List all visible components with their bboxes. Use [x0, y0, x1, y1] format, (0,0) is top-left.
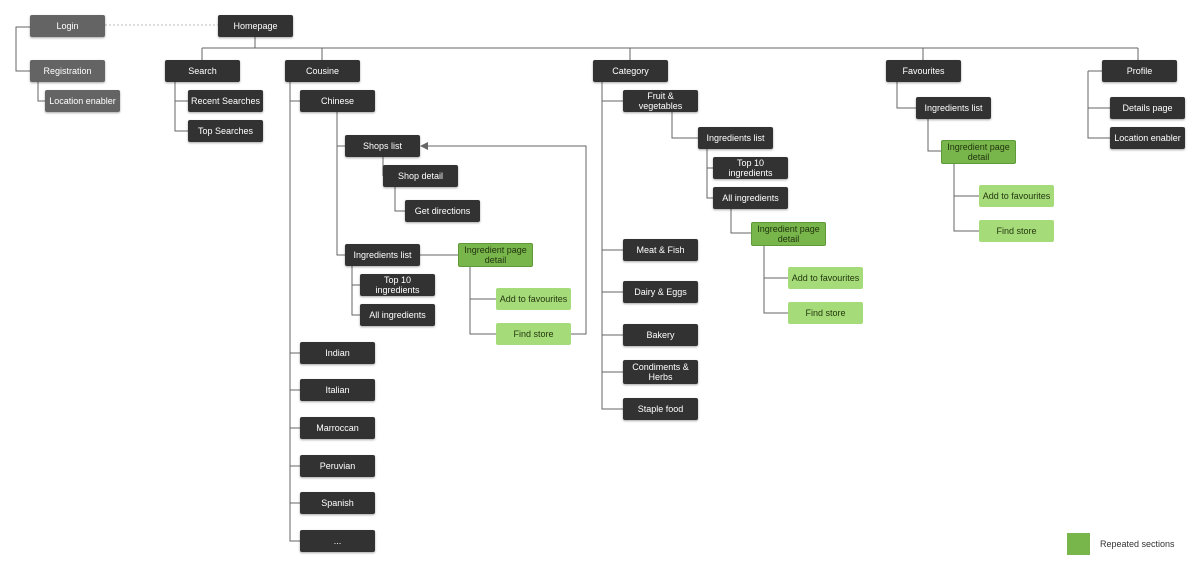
indian-node[interactable]: Indian	[300, 342, 375, 364]
ingredients-list-category-node[interactable]: Ingredients list	[698, 127, 773, 149]
top10-ingredients-category-node[interactable]: Top 10 ingredients	[713, 157, 788, 179]
location-enabler-profile-node[interactable]: Location enabler	[1110, 127, 1185, 149]
peruvian-node[interactable]: Peruvian	[300, 455, 375, 477]
connector-line	[730, 209, 751, 234]
legend-label: Repeated sections	[1100, 539, 1175, 549]
ingredient-page-detail-category-node[interactable]: Ingredient page detail	[751, 222, 826, 246]
category-node[interactable]: Category	[593, 60, 668, 82]
search-node[interactable]: Search	[165, 60, 240, 82]
connector-line	[1087, 71, 1110, 139]
connector-line	[953, 164, 979, 232]
legend-swatch	[1067, 533, 1090, 555]
more-cuisines-node[interactable]: ...	[300, 530, 375, 552]
login-node[interactable]: Login	[30, 15, 105, 37]
fruit-vegetables-node[interactable]: Fruit & vegetables	[623, 90, 698, 112]
shop-detail-node[interactable]: Shop detail	[383, 165, 458, 187]
connector-line	[37, 82, 45, 102]
ingredients-list-chinese-node[interactable]: Ingredients list	[345, 244, 420, 266]
connector-line	[469, 267, 496, 335]
all-ingredients-category-node[interactable]: All ingredients	[713, 187, 788, 209]
ingredient-page-detail-favourites-node[interactable]: Ingredient page detail	[941, 140, 1016, 164]
connector-line	[289, 82, 300, 542]
staple-food-node[interactable]: Staple food	[623, 398, 698, 420]
all-ingredients-chinese-node[interactable]: All ingredients	[360, 304, 435, 326]
connector-line	[351, 266, 360, 316]
add-to-favourites-favourites-node[interactable]: Add to favourites	[979, 185, 1054, 207]
condiments-herbs-node[interactable]: Condiments & Herbs	[623, 360, 698, 384]
cousine-node[interactable]: Cousine	[285, 60, 360, 82]
chinese-node[interactable]: Chinese	[300, 90, 375, 112]
connector-line	[336, 112, 345, 256]
connector-line	[601, 82, 623, 410]
ingredient-page-detail-chinese-node[interactable]: Ingredient page detail	[458, 243, 533, 267]
top10-ingredients-chinese-node[interactable]: Top 10 ingredients	[360, 274, 435, 296]
get-directions-node[interactable]: Get directions	[405, 200, 480, 222]
marroccan-node[interactable]: Marroccan	[300, 417, 375, 439]
meat-fish-node[interactable]: Meat & Fish	[623, 239, 698, 261]
find-store-category-node[interactable]: Find store	[788, 302, 863, 324]
dairy-eggs-node[interactable]: Dairy & Eggs	[623, 281, 698, 303]
connector-line	[15, 26, 30, 72]
find-store-return-arrow	[420, 142, 587, 335]
connector-line	[671, 112, 698, 139]
homepage-node[interactable]: Homepage	[218, 15, 293, 37]
bakery-node[interactable]: Bakery	[623, 324, 698, 346]
connector-line	[927, 119, 941, 152]
location-enabler-node[interactable]: Location enabler	[45, 90, 120, 112]
top-searches-node[interactable]: Top Searches	[188, 120, 263, 142]
connector-line	[174, 82, 188, 132]
ingredients-list-favourites-node[interactable]: Ingredients list	[916, 97, 991, 119]
connector-line	[763, 246, 788, 314]
registration-node[interactable]: Registration	[30, 60, 105, 82]
find-store-chinese-node[interactable]: Find store	[496, 323, 571, 345]
details-page-node[interactable]: Details page	[1110, 97, 1185, 119]
add-to-favourites-category-node[interactable]: Add to favourites	[788, 267, 863, 289]
find-store-favourites-node[interactable]: Find store	[979, 220, 1054, 242]
italian-node[interactable]: Italian	[300, 379, 375, 401]
spanish-node[interactable]: Spanish	[300, 492, 375, 514]
connector-line	[896, 82, 916, 109]
add-to-favourites-chinese-node[interactable]: Add to favourites	[496, 288, 571, 310]
favourites-node[interactable]: Favourites	[886, 60, 961, 82]
recent-searches-node[interactable]: Recent Searches	[188, 90, 263, 112]
profile-node[interactable]: Profile	[1102, 60, 1177, 82]
connector-line	[394, 187, 405, 212]
connector-line	[706, 149, 713, 199]
shops-list-node[interactable]: Shops list	[345, 135, 420, 157]
